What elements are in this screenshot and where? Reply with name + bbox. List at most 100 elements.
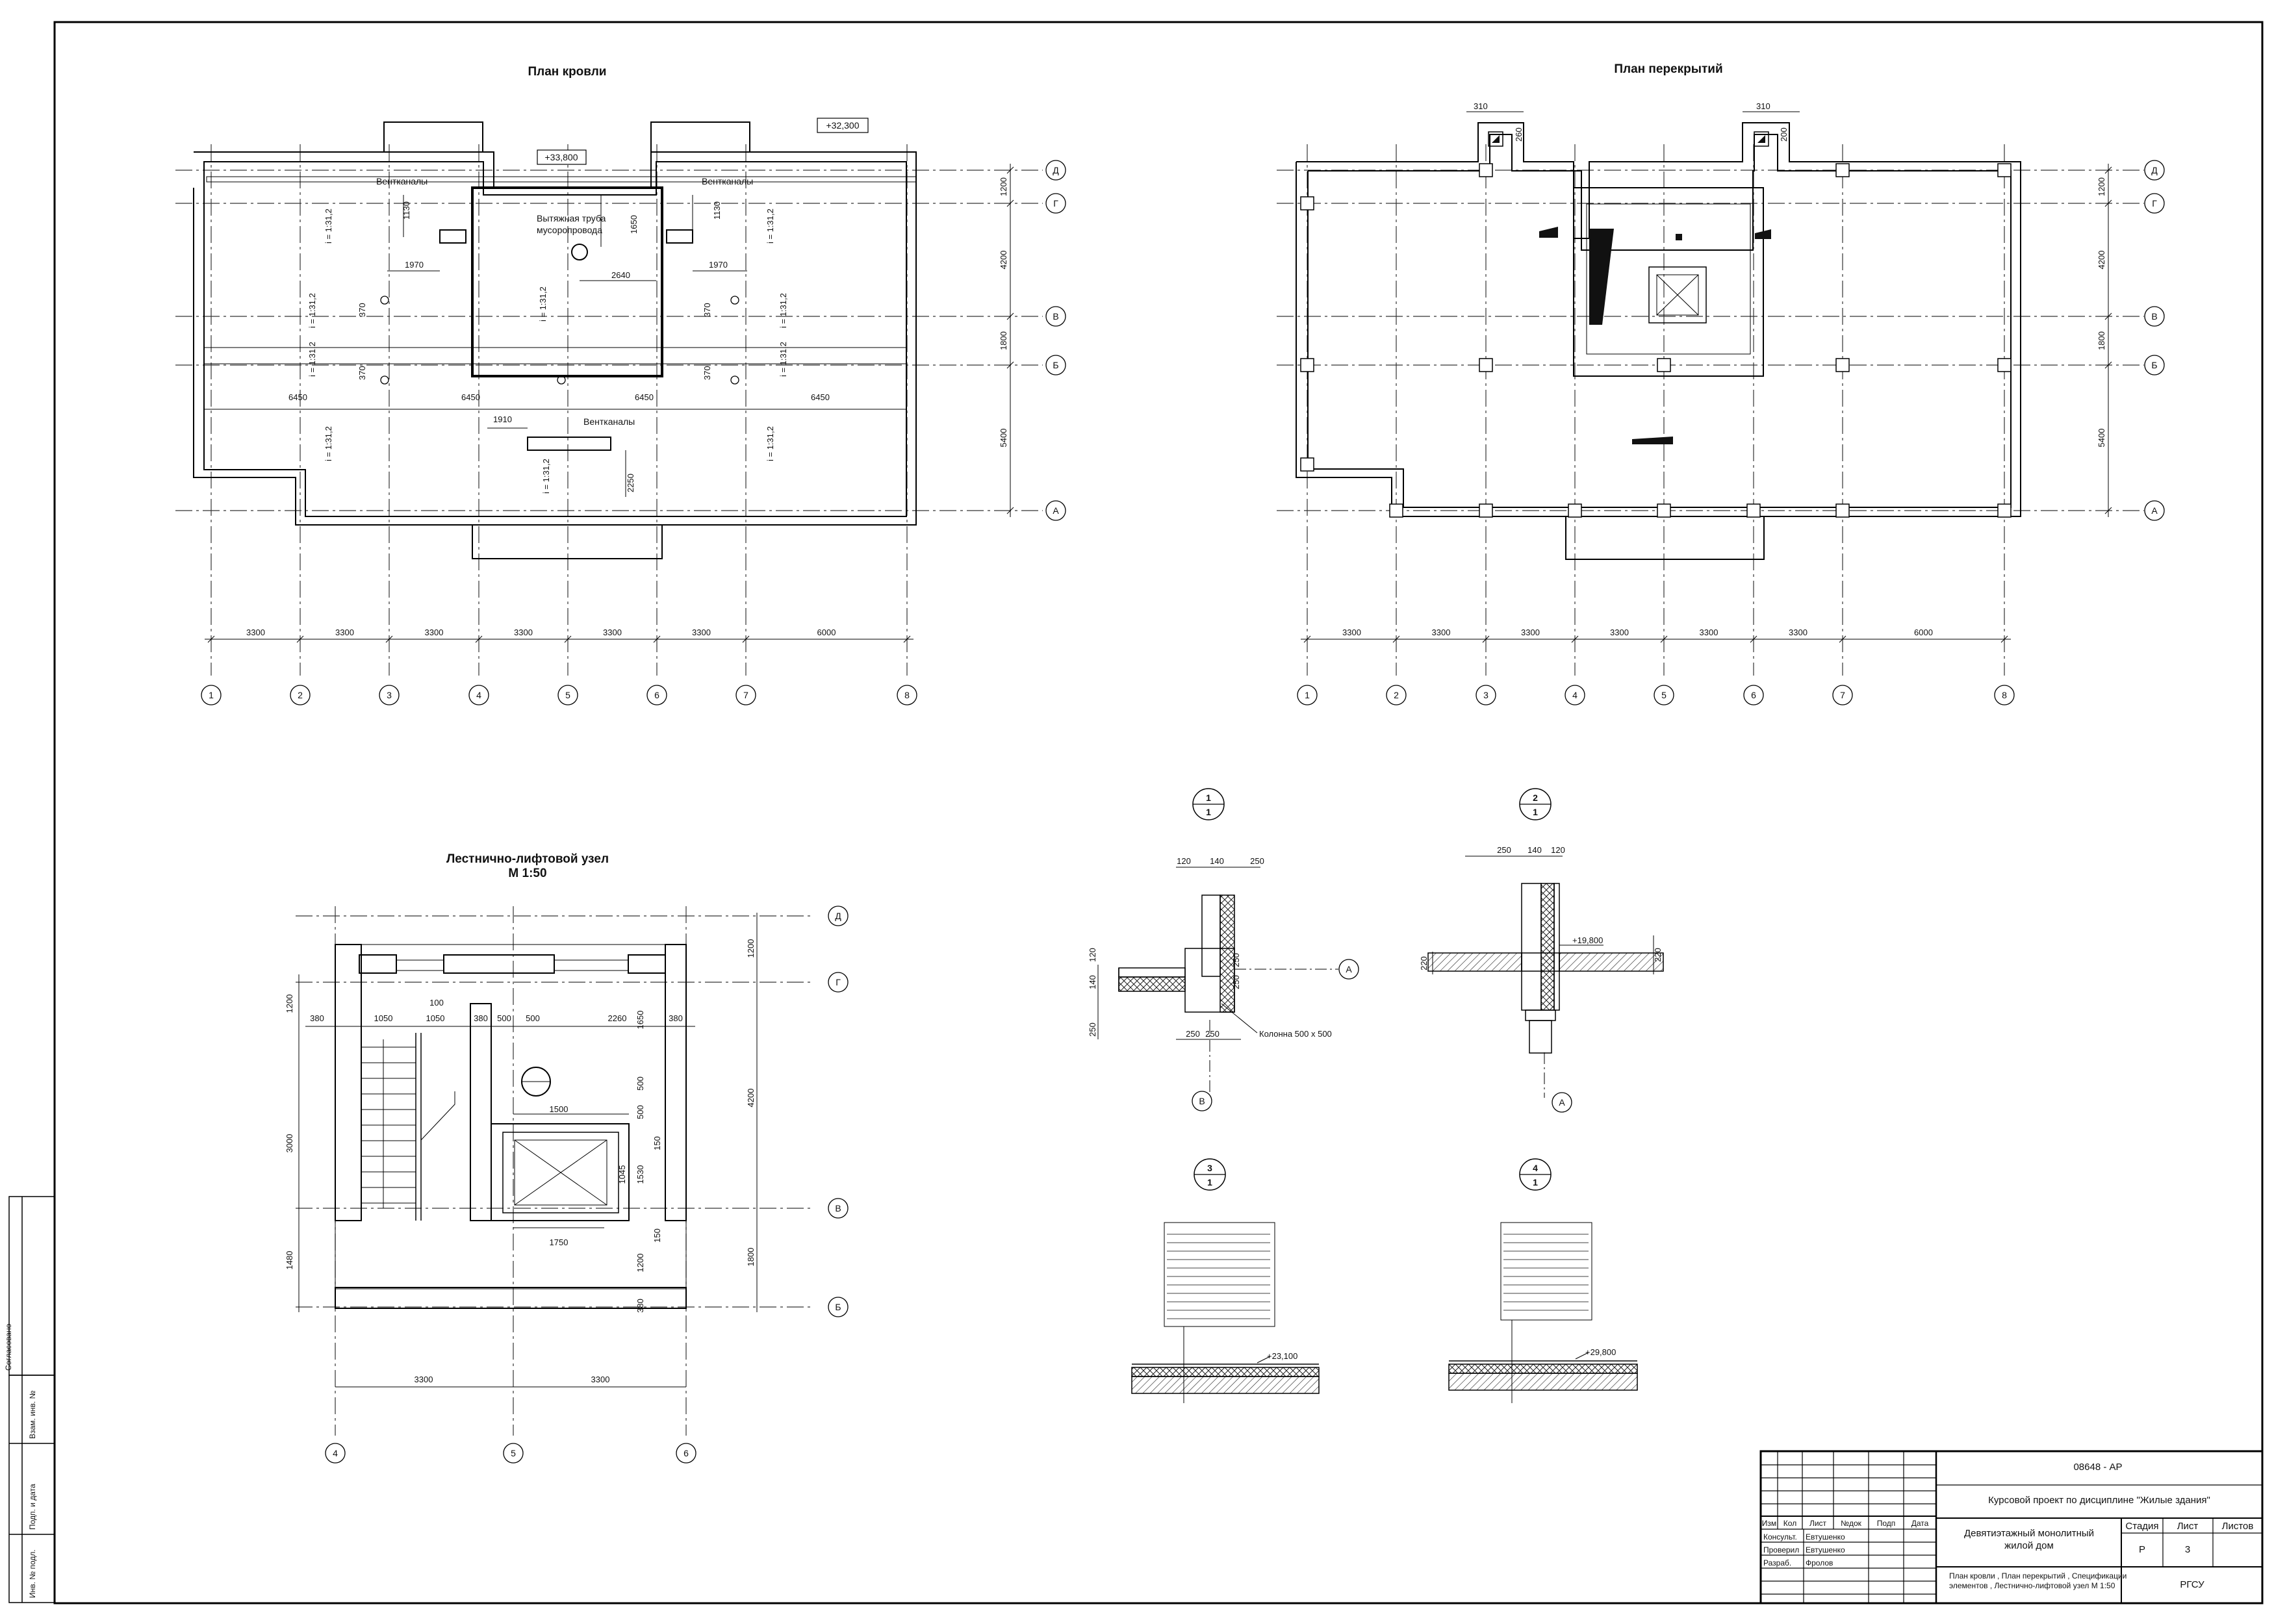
roof-axis-Г: Г	[1045, 193, 1066, 214]
floor-dim-310-right: 310	[1756, 101, 1770, 111]
svg-text:7: 7	[1840, 690, 1845, 700]
stair-dim-v: 500	[635, 1076, 645, 1091]
node-3-1-spec	[1164, 1222, 1275, 1327]
floor-column	[1835, 503, 1850, 518]
svg-text:А: А	[1559, 1097, 1565, 1108]
roof-axis-grid	[175, 144, 1043, 676]
tb-role: Разраб.	[1763, 1558, 1791, 1567]
stair-node-scale: М 1:50	[508, 867, 546, 880]
svg-text:3: 3	[387, 690, 392, 700]
svg-text:8: 8	[2002, 690, 2007, 700]
floor-column	[1657, 503, 1671, 518]
tb-hdr-5: Дата	[1911, 1519, 1929, 1528]
roof-col-dim: 3300	[603, 628, 622, 637]
roof-dimension-lines	[205, 164, 1014, 643]
floor-axis-5: 5	[1654, 685, 1674, 705]
stair-dim-3300: 3300	[591, 1375, 610, 1384]
floor-openings	[1488, 131, 1771, 444]
tb-sheets-h: Листов	[2222, 1521, 2254, 1532]
stair-dim-h: 2260	[608, 1013, 627, 1023]
roof-axis-В: В	[1045, 306, 1066, 327]
node-1-1-axis-V: В	[1192, 1091, 1212, 1111]
tb-building-2: жилой дом	[2004, 1540, 2054, 1551]
roof-col-dim: 3300	[692, 628, 711, 637]
tb-role: Консульт.	[1763, 1532, 1797, 1542]
roof-plan-title: План кровли	[528, 65, 607, 79]
tb-stage-h: Стадия	[2125, 1521, 2158, 1532]
node-2-1-elev: +19,800	[1572, 935, 1603, 945]
floor-column	[1300, 457, 1314, 472]
roof-row-dim: 1800	[999, 331, 1008, 350]
stair-dim-h: 380	[669, 1013, 683, 1023]
floor-axis-4: 4	[1565, 685, 1585, 705]
stair-dim-v: 1650	[635, 1011, 645, 1030]
svg-text:5: 5	[565, 690, 570, 700]
svg-text:Б: Б	[2151, 360, 2157, 370]
node-1-1-dim: 140	[1088, 975, 1097, 989]
tb-name: Евтушенко	[1806, 1545, 1845, 1554]
svg-text:1: 1	[1533, 807, 1538, 817]
tb-contents-1: План кровли , План перекрытий , Специфик…	[1949, 1571, 2127, 1580]
node-1-1-column-note: Колонна 500 х 500	[1259, 1029, 1332, 1039]
node-1-1-axis-A: А	[1338, 959, 1359, 980]
svg-text:1: 1	[1206, 807, 1211, 817]
tb-org: РГСУ	[2180, 1579, 2204, 1590]
stair-dim-1750: 1750	[550, 1237, 568, 1247]
roof-dim-1910: 1910	[493, 414, 512, 424]
roof-axis-5: 5	[557, 685, 578, 705]
floor-outline	[1296, 122, 2021, 560]
stair-axis-Д: Д	[828, 906, 849, 926]
stair-dim-v: 1530	[635, 1165, 645, 1184]
node-4-1: 41+29,800	[1448, 1158, 1638, 1403]
roof-slope: i = 1:31,2	[324, 426, 333, 461]
svg-text:1: 1	[1206, 793, 1211, 803]
stair-dim-v: 380	[635, 1299, 645, 1313]
roof-axis-А: А	[1045, 500, 1066, 521]
tb-hdr-4: Подп	[1877, 1519, 1896, 1528]
svg-text:Г: Г	[2152, 198, 2157, 209]
roof-elev-top: +33,800	[545, 152, 578, 162]
roof-slope: i = 1:31,2	[765, 209, 775, 244]
floor-dim-200: 200	[1779, 127, 1789, 142]
stair-dim-h: 1050	[426, 1013, 445, 1023]
roof-col-dim: 3300	[514, 628, 533, 637]
svg-text:6: 6	[654, 690, 659, 700]
svg-text:Д: Д	[1053, 165, 1059, 175]
roof-row-dim: 1200	[999, 177, 1008, 196]
svg-text:8: 8	[904, 690, 910, 700]
tb-name: Фролов	[1806, 1558, 1833, 1567]
roof-drains	[380, 296, 739, 385]
roof-row-dim: 4200	[999, 251, 1008, 270]
svg-text:4: 4	[476, 690, 481, 700]
roof-col-dim: 3300	[246, 628, 265, 637]
node-2-1-dim: 120	[1551, 845, 1565, 855]
roof-outline	[193, 121, 917, 559]
svg-text:3: 3	[1483, 690, 1488, 700]
stair-dim-v: 1200	[635, 1254, 645, 1273]
floor-row-dim: 5400	[2097, 429, 2106, 448]
roof-row-dim: 5400	[999, 429, 1008, 448]
floor-axis-Б: Б	[2144, 355, 2165, 375]
floor-column	[1746, 503, 1761, 518]
roof-axis-4: 4	[468, 685, 489, 705]
roof-dim-6450-d: 6450	[811, 392, 830, 402]
stair-dim-v: 1045	[617, 1165, 627, 1184]
floor-axis-А: А	[2144, 500, 2165, 521]
node-2-1-dim: 140	[1527, 845, 1542, 855]
stair-flight	[361, 1039, 455, 1208]
stair-axis-Г: Г	[828, 972, 849, 993]
roof-plan: План кровли +33,800 +32,300 Вентканалы В…	[175, 65, 1066, 705]
stair-axis-5: 5	[503, 1443, 524, 1464]
roof-axis-1: 1	[201, 685, 222, 705]
roof-dim-370-c: 370	[702, 303, 712, 317]
node-2-1-dim: 220	[1419, 956, 1429, 971]
stair-dim-v: 1200	[285, 995, 294, 1013]
stair-dim-v: 1200	[746, 939, 756, 958]
roof-slope: i = 1:31,2	[538, 286, 548, 322]
roof-col-dim: 3300	[335, 628, 354, 637]
roof-pipe-label-2: мусоропровода	[537, 225, 602, 235]
floor-row-dim: 1800	[2097, 331, 2106, 350]
